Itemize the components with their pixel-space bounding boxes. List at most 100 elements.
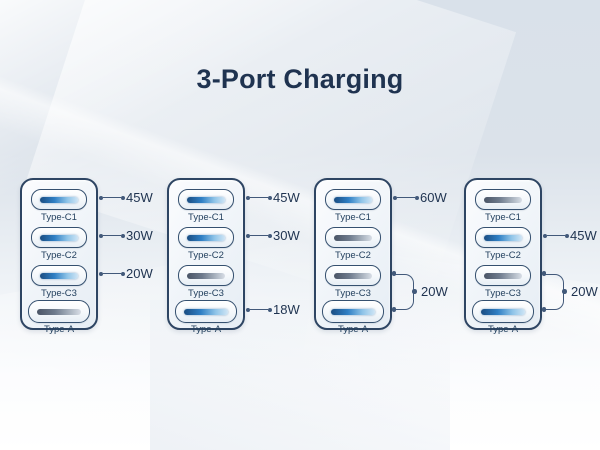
connector-line [250,234,268,237]
power-connector-line [393,192,419,204]
power-label: 30W [126,227,153,243]
port-label: Type-C1 [335,212,371,223]
connector-dot [541,307,546,312]
port-type-a[interactable] [175,300,237,323]
connector-line [397,196,415,199]
connector-dot [562,289,567,294]
power-label: 45W [273,189,300,205]
connector-dot [415,195,419,200]
connector-dot [268,307,272,312]
power-connector-line [99,230,125,242]
connector-line [103,196,121,199]
power-connector-line [246,304,272,316]
port-pill-icon [334,196,372,203]
port-label: Type-C3 [188,288,224,299]
port-type-c1[interactable] [178,189,234,210]
connector-dot [565,233,569,238]
port-type-c3[interactable] [325,265,381,286]
power-label: 30W [273,227,300,243]
connector-dot [412,289,417,294]
port-type-a[interactable] [28,300,90,323]
shared-power-bracket [544,273,564,310]
port-type-a[interactable] [322,300,384,323]
port-type-c1[interactable] [475,189,531,210]
port-pill-icon [37,308,81,315]
port-type-c2[interactable] [178,227,234,248]
power-label: 45W [570,227,597,243]
port-label: Type-A [487,324,519,335]
port-pill-icon [40,234,78,241]
power-connector-line [99,192,125,204]
port-type-c1[interactable] [31,189,87,210]
connector-dot [121,271,125,276]
power-connector-line [246,230,272,242]
port-label: Type-C2 [188,250,224,261]
page-title: 3-Port Charging [196,64,404,94]
port-type-c2[interactable] [31,227,87,248]
port-type-c3[interactable] [178,265,234,286]
port-pill-icon [334,272,372,279]
connector-line [250,196,268,199]
shared-power-label: 20W [421,283,448,299]
port-type-a[interactable] [472,300,534,323]
connector-dot [543,233,547,238]
connector-dot [121,195,125,200]
port-pill-icon [484,196,522,203]
port-pill-icon [187,272,225,279]
port-pill-icon [40,196,78,203]
port-pill-icon [484,272,522,279]
port-label: Type-C1 [485,212,521,223]
connector-dot [391,271,396,276]
port-type-c2[interactable] [475,227,531,248]
port-label: Type-C2 [335,250,371,261]
port-label: Type-C2 [485,250,521,261]
power-label: 18W [273,301,300,317]
port-label: Type-C3 [485,288,521,299]
power-label: 45W [126,189,153,205]
power-connector-line [543,230,569,242]
connector-line [103,272,121,275]
power-label: 20W [126,265,153,281]
power-connector-line [99,268,125,280]
power-connector-line [246,192,272,204]
port-label: Type-C2 [41,250,77,261]
port-pill-icon [331,308,375,315]
port-pill-icon [187,234,225,241]
port-type-c3[interactable] [31,265,87,286]
shared-power-bracket [394,273,414,310]
port-label: Type-C3 [335,288,371,299]
connector-line [547,234,565,237]
connector-line [103,234,121,237]
port-label: Type-A [190,324,222,335]
connector-dot [121,233,125,238]
port-pill-icon [40,272,78,279]
port-pill-icon [481,308,525,315]
connector-dot [268,233,272,238]
shared-power-label: 20W [571,283,598,299]
port-label: Type-A [337,324,369,335]
port-label: Type-A [43,324,75,335]
port-label: Type-C1 [41,212,77,223]
port-pill-icon [187,196,225,203]
port-label: Type-C3 [41,288,77,299]
port-type-c2[interactable] [325,227,381,248]
connector-line [250,308,268,311]
port-pill-icon [484,234,522,241]
port-type-c1[interactable] [325,189,381,210]
connector-dot [268,195,272,200]
power-label: 60W [420,189,447,205]
port-pill-icon [334,234,372,241]
connector-dot [391,307,396,312]
port-label: Type-C1 [188,212,224,223]
port-type-c3[interactable] [475,265,531,286]
